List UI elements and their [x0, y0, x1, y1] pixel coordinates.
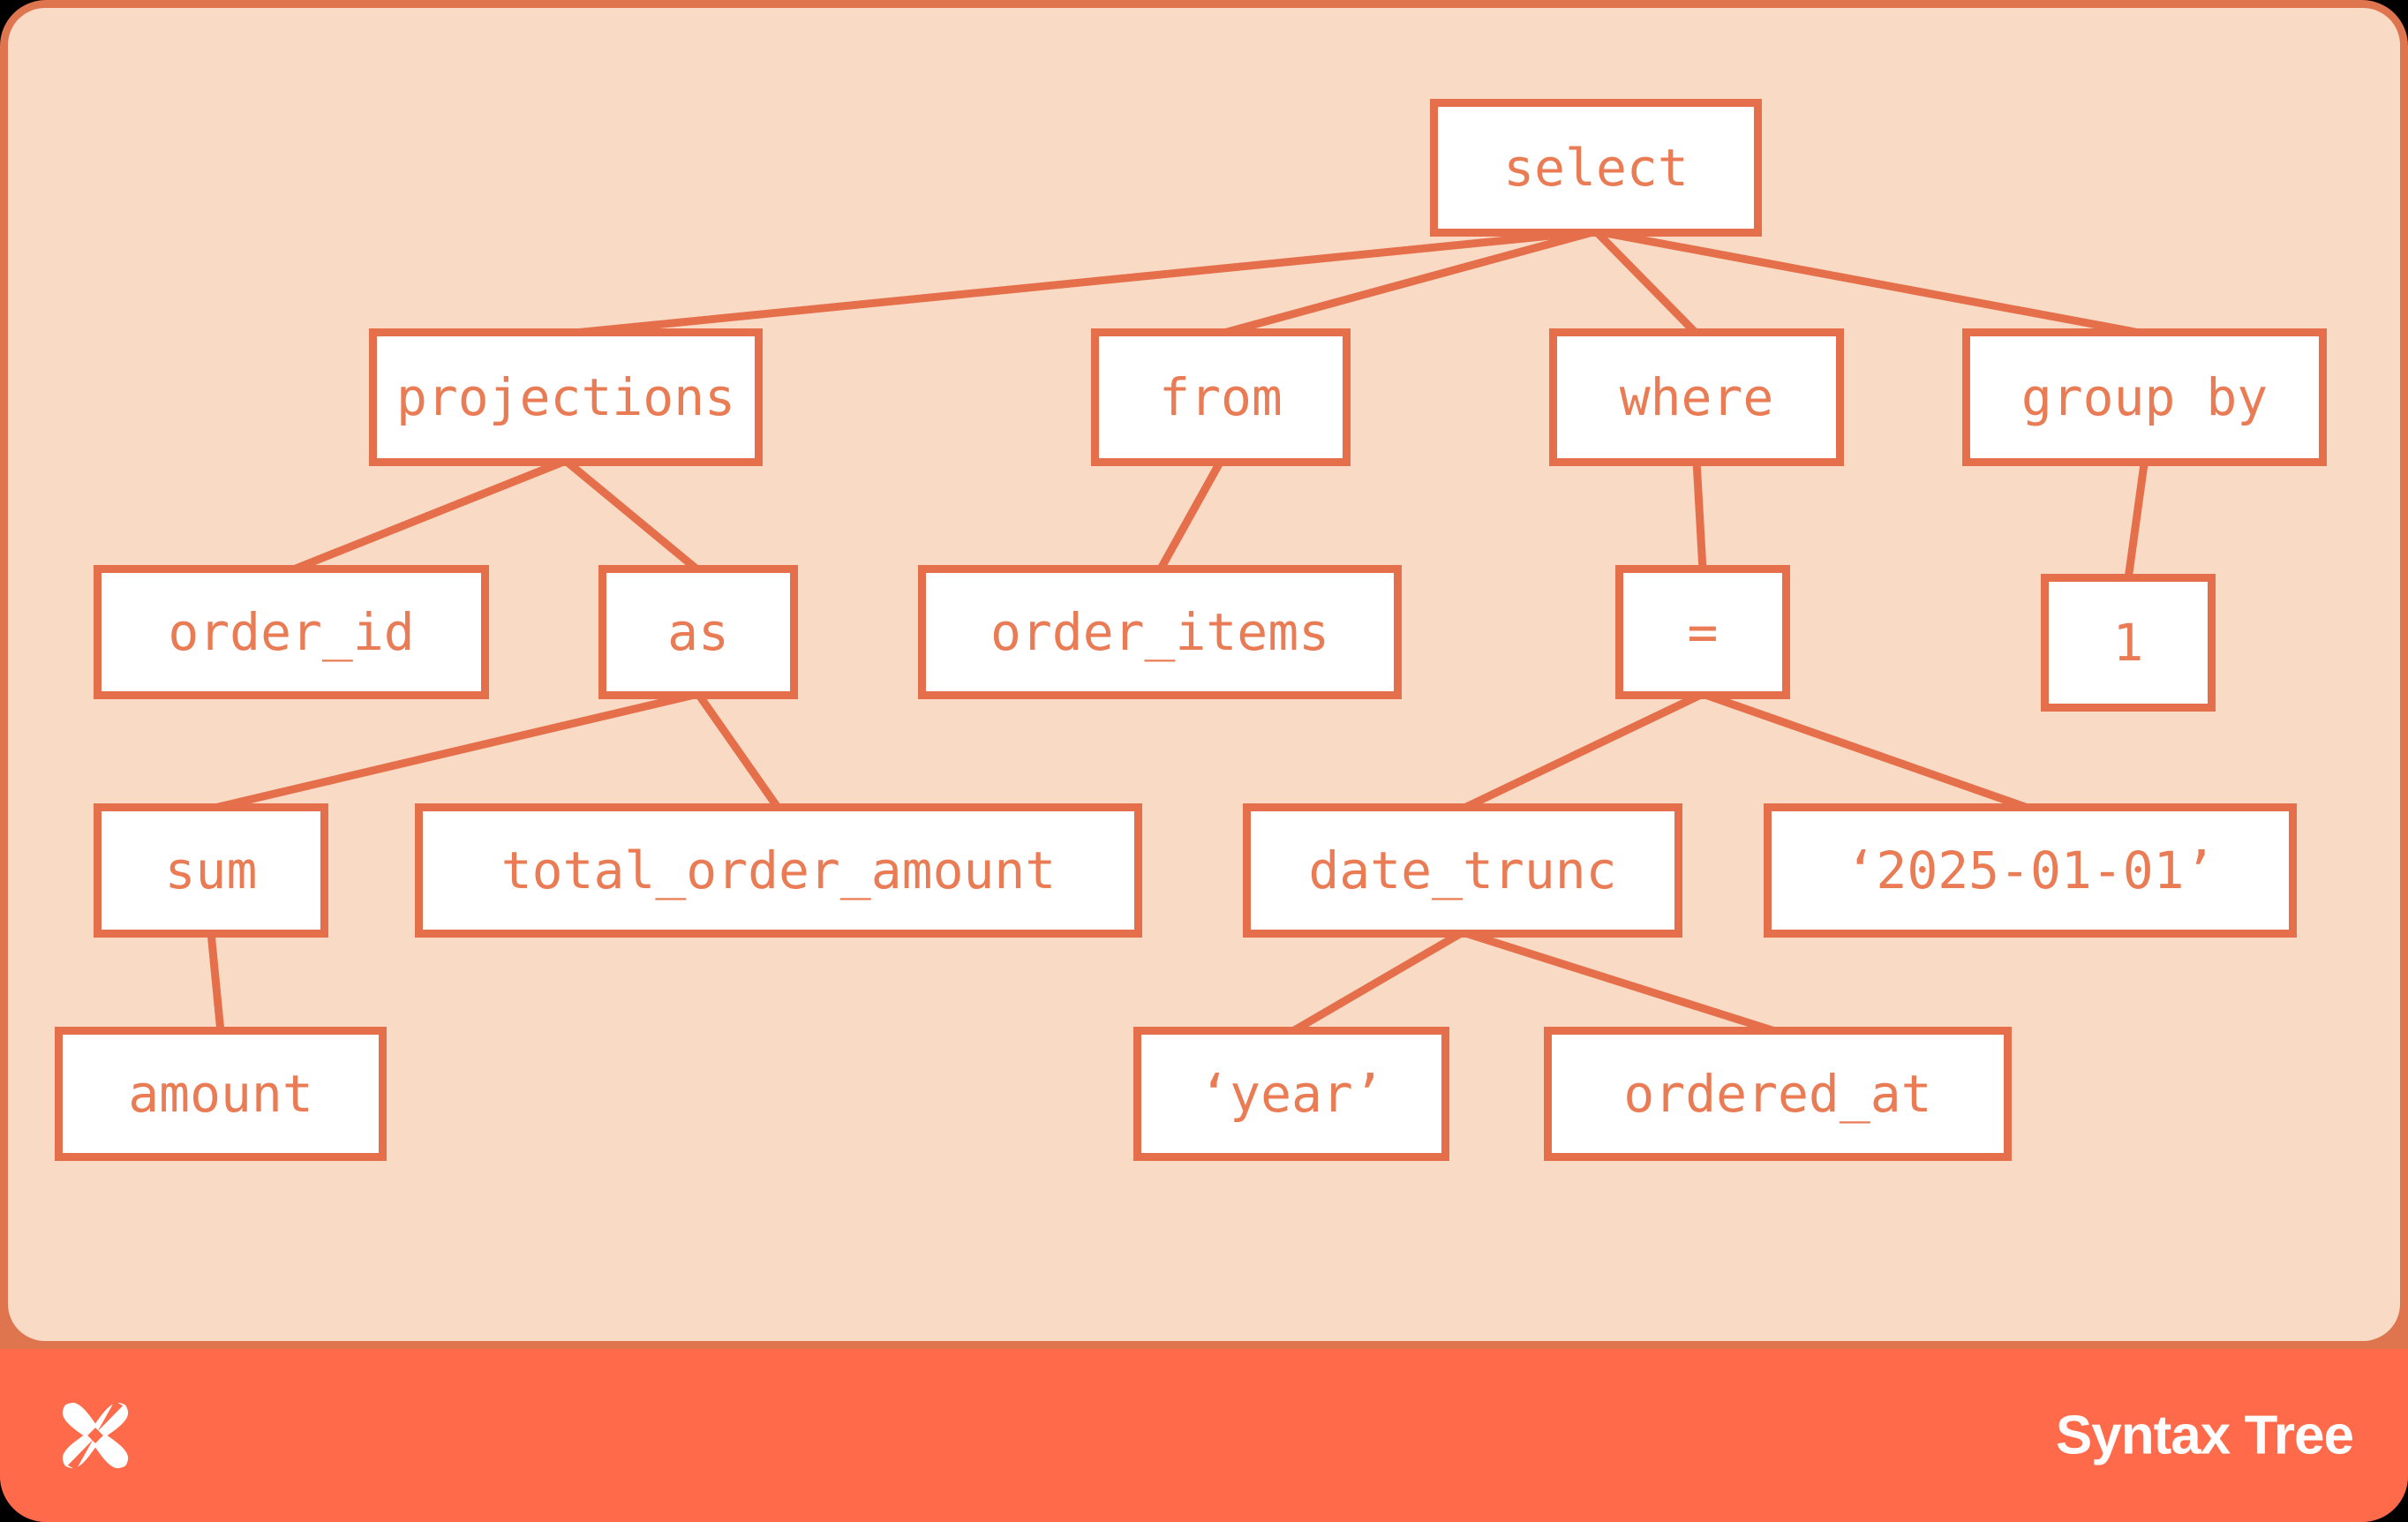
tree-node-projections: projections [369, 328, 763, 466]
tree-node-label: select [1503, 138, 1689, 198]
tree-node-total_order_amount: total_order_amount [415, 803, 1142, 938]
tree-node-label: order_id [168, 602, 415, 662]
tree-node-label: as [667, 602, 729, 662]
tree-node-label: ‘2025-01-01’ [1845, 840, 2216, 900]
tree-node-label: 1 [2112, 613, 2144, 673]
tree-node-date_literal: ‘2025-01-01’ [1764, 803, 2297, 938]
tree-node-label: projections [395, 367, 736, 427]
tree-node-label: sum [164, 840, 258, 900]
tree-node-label: group by [2020, 367, 2269, 427]
tree-node-where: where [1549, 328, 1844, 466]
tree-node-ordered_at: ordered_at [1544, 1027, 2012, 1161]
footer-bar: Syntax Tree [0, 1349, 2408, 1522]
tree-node-sum: sum [94, 803, 328, 938]
tree-node-label: from [1159, 367, 1283, 427]
tree-node-label: where [1619, 367, 1774, 427]
tree-node-eq: = [1615, 565, 1790, 699]
tree-node-date_trunc: date_trunc [1243, 803, 1682, 938]
tree-node-label: ordered_at [1623, 1064, 1932, 1124]
tree-node-label: ‘year’ [1199, 1064, 1384, 1124]
tree-node-as: as [598, 565, 798, 699]
tree-node-one: 1 [2041, 574, 2216, 712]
tree-node-order_id: order_id [94, 565, 489, 699]
tree-node-from: from [1091, 328, 1351, 466]
footer-title: Syntax Tree [2055, 1405, 2354, 1466]
tree-node-label: order_items [990, 602, 1330, 662]
tree-node-select: select [1430, 99, 1762, 237]
tree-node-group_by: group by [1962, 328, 2327, 466]
tree-node-label: = [1687, 602, 1719, 662]
tree-node-year_literal: ‘year’ [1133, 1027, 1449, 1161]
tree-node-label: date_trunc [1308, 840, 1617, 900]
tree-node-label: total_order_amount [500, 840, 1057, 900]
tree-node-label: amount [128, 1064, 313, 1124]
tree-node-order_items: order_items [918, 565, 1402, 699]
dbt-logo-icon [62, 1401, 129, 1470]
tree-node-amount: amount [55, 1027, 387, 1161]
